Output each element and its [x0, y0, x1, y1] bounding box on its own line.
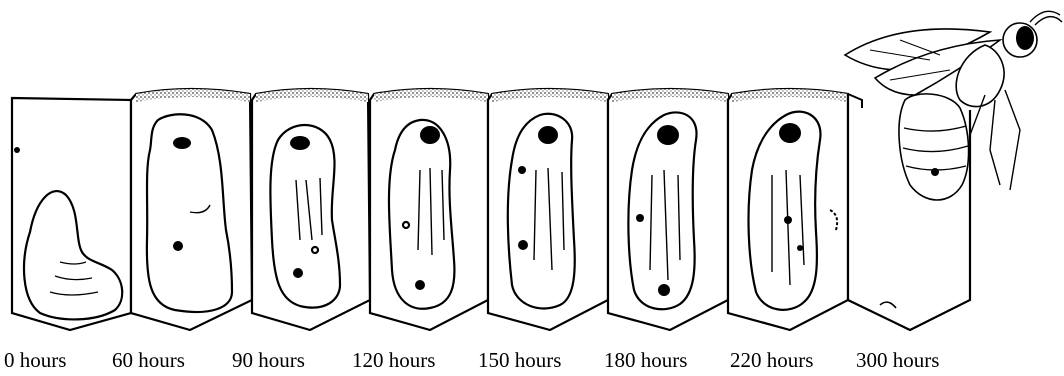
stage-label-90-hours: 90 hours — [232, 350, 305, 371]
pupa — [508, 114, 575, 309]
stage-label-0-hours: 0 hours — [4, 350, 66, 371]
stage-label-60-hours: 60 hours — [112, 350, 185, 371]
cell-180-hours — [608, 89, 728, 330]
bee-eye — [1016, 26, 1034, 50]
pupa — [270, 125, 340, 308]
cell-220-hours — [728, 89, 848, 330]
cell-120-hours — [370, 89, 488, 330]
stage-label-180-hours: 180 hours — [604, 350, 687, 371]
stage-label-150-hours: 150 hours — [478, 350, 561, 371]
bee-abdomen — [899, 94, 969, 200]
stage-label-220-hours: 220 hours — [730, 350, 813, 371]
cell-90-hours — [252, 89, 370, 330]
cell-0-hours — [12, 98, 131, 330]
stage-label-300-hours: 300 hours — [856, 350, 939, 371]
cell-150-hours — [488, 89, 608, 330]
cell-60-hours — [131, 89, 252, 330]
stage-label-120-hours: 120 hours — [352, 350, 435, 371]
